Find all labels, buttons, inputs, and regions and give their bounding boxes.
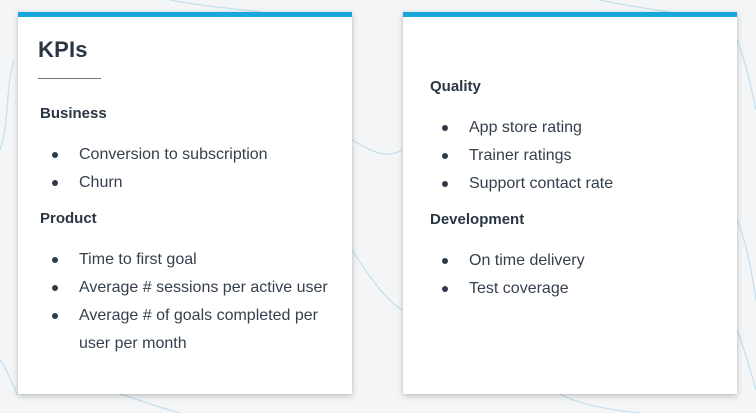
section-heading-business: Business: [40, 105, 107, 122]
quality-list: App store rating Trainer ratings Support…: [430, 114, 727, 198]
development-section: Development On time delivery Test covera…: [430, 210, 727, 303]
bullet-icon: [52, 285, 58, 291]
bullet-icon: [442, 153, 448, 159]
quality-section: Quality App store rating Trainer ratings…: [430, 77, 727, 198]
business-section: Business Conversion to subscription Chur…: [40, 104, 342, 197]
kpis-card: KPIs Business Conversion to subscription…: [18, 12, 352, 394]
list-item-label: Average # sessions per active user: [79, 279, 328, 296]
product-section: Product Time to first goal Average # ses…: [40, 209, 342, 358]
list-item-label: Churn: [79, 174, 123, 191]
list-item: Support contact rate: [430, 170, 727, 198]
bullet-icon: [442, 181, 448, 187]
bullet-icon: [442, 286, 448, 292]
section-heading-development: Development: [430, 211, 525, 228]
list-item: Test coverage: [430, 275, 727, 303]
kpis-continued-card: Quality App store rating Trainer ratings…: [403, 12, 737, 394]
list-item-label: Test coverage: [469, 280, 569, 297]
list-item-label: Conversion to subscription: [79, 146, 268, 163]
bullet-icon: [52, 180, 58, 186]
list-item: Time to first goal: [40, 246, 342, 274]
product-list: Time to first goal Average # sessions pe…: [40, 246, 342, 358]
list-item-label: Trainer ratings: [469, 147, 572, 164]
list-item-label: Average # of goals completed per: [79, 307, 318, 324]
bullet-icon: [52, 152, 58, 158]
list-item: Churn: [40, 169, 342, 197]
bullet-icon: [442, 258, 448, 264]
list-item: App store rating: [430, 114, 727, 142]
development-list: On time delivery Test coverage: [430, 247, 727, 303]
list-item: Average # sessions per active user: [40, 274, 342, 302]
list-item-label: App store rating: [469, 119, 582, 136]
section-heading-quality: Quality: [430, 78, 481, 95]
list-item-label: On time delivery: [469, 252, 585, 269]
list-item: Trainer ratings: [430, 142, 727, 170]
section-heading-product: Product: [40, 210, 97, 227]
list-item-continuation: user per month: [40, 330, 342, 358]
list-item: On time delivery: [430, 247, 727, 275]
title-underline: [38, 78, 101, 79]
list-item-label: Support contact rate: [469, 175, 614, 192]
list-item-label: Time to first goal: [79, 251, 197, 268]
card-title: KPIs: [38, 37, 88, 62]
bullet-icon: [442, 125, 448, 131]
bullet-icon: [52, 313, 58, 319]
list-item: Conversion to subscription: [40, 141, 342, 169]
list-item: Average # of goals completed per: [40, 302, 342, 330]
list-item-label: user per month: [79, 335, 187, 352]
business-list: Conversion to subscription Churn: [40, 141, 342, 197]
bullet-icon: [52, 257, 58, 263]
